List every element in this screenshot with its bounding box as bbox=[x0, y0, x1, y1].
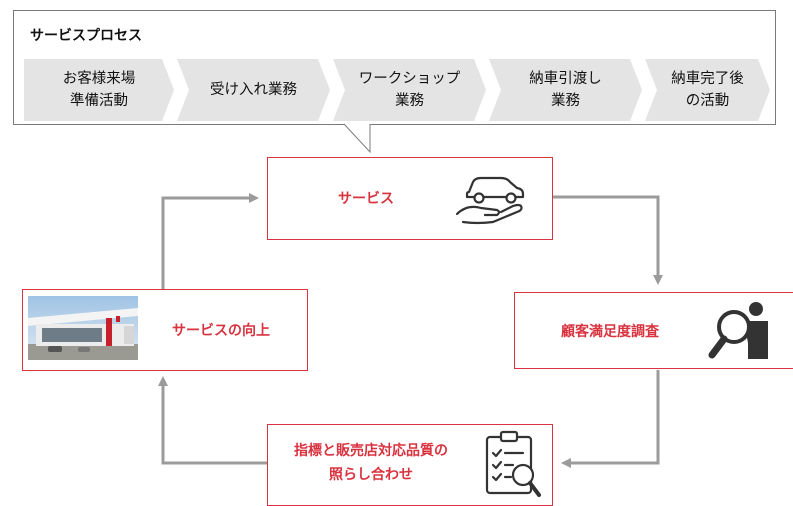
checklist-magnifier-icon bbox=[485, 430, 541, 497]
improve-node: サービスの向上 bbox=[22, 289, 308, 371]
service-node: サービス bbox=[267, 157, 553, 240]
car-in-hand-icon bbox=[455, 176, 525, 225]
process-title: サービスプロセス bbox=[30, 28, 142, 44]
process-step-3: ワークショップ 業務 bbox=[333, 59, 486, 121]
improve-label: サービスの向上 bbox=[172, 323, 270, 339]
magnifier-person-icon bbox=[708, 302, 768, 359]
arrow-survey-to-compare bbox=[561, 370, 660, 468]
arrow-compare-to-improve bbox=[158, 376, 267, 465]
compare-node: 指標と販売店対応品質の 照らし合わせ bbox=[267, 424, 553, 506]
survey-label: 顧客満足度調査 bbox=[561, 324, 659, 340]
process-step-5: 納車完了後 の活動 bbox=[645, 59, 770, 121]
compare-label: 指標と販売店対応品質の 照らし合わせ bbox=[294, 443, 448, 483]
survey-node: 顧客満足度調査 bbox=[514, 292, 793, 369]
service-label: サービス bbox=[338, 191, 394, 207]
arrow-service-to-survey bbox=[552, 195, 663, 285]
service-process-panel: サービスプロセス お客様来場 準備活動 受け入れ業務 ワークショップ 業務 納車… bbox=[13, 10, 776, 125]
dealership-photo bbox=[28, 296, 138, 360]
process-step-2: 受け入れ業務 bbox=[177, 59, 330, 121]
process-step-4: 納車引渡し 業務 bbox=[489, 59, 642, 121]
arrow-improve-to-service bbox=[161, 193, 259, 289]
process-step-1: お客様来場 準備活動 bbox=[24, 59, 174, 121]
